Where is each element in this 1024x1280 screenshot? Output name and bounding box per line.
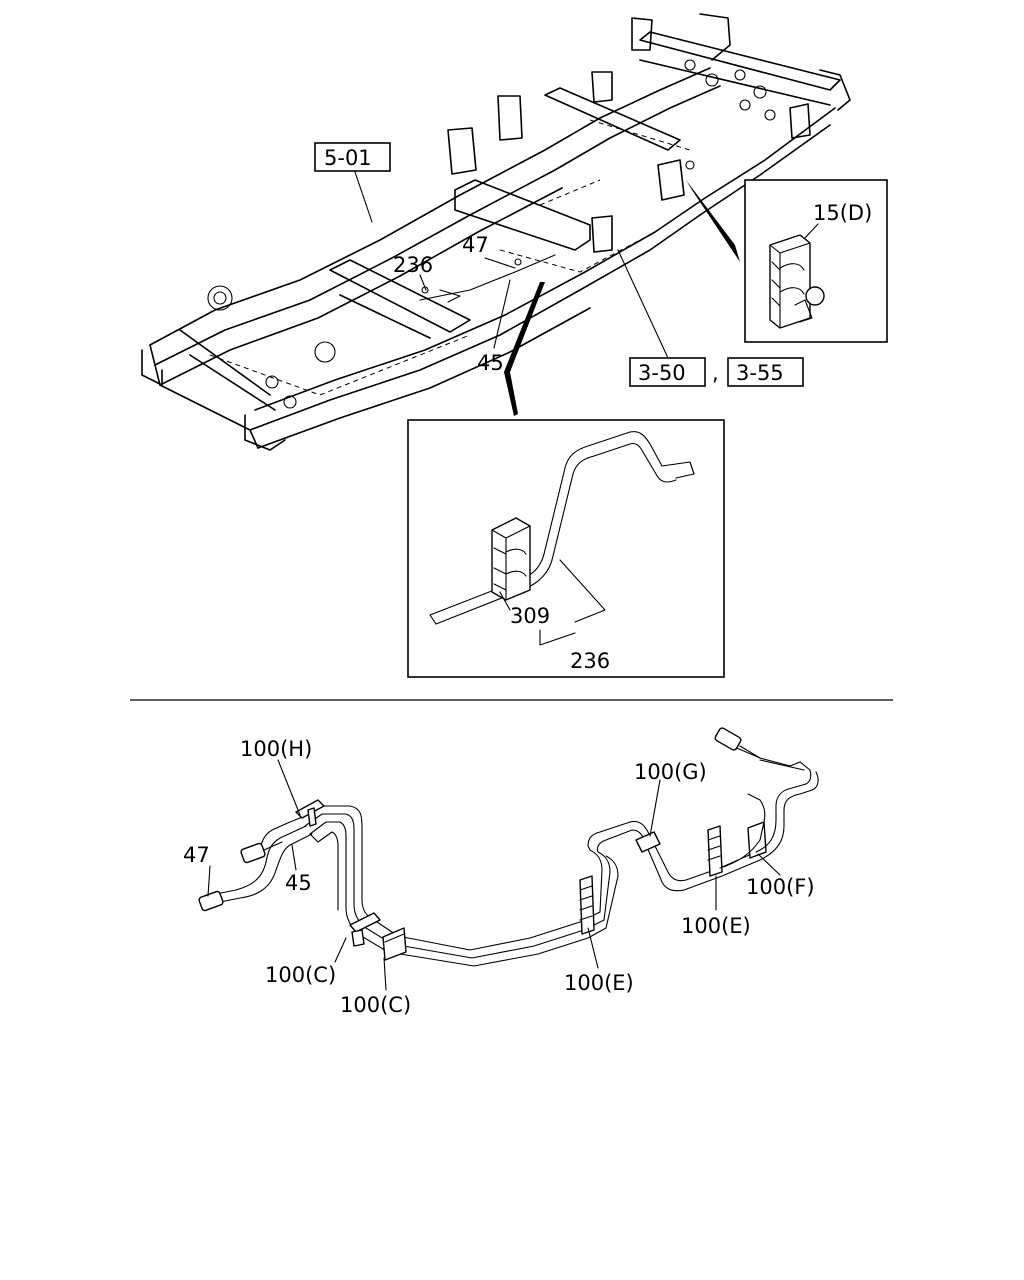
callout-100f: 100(F) (746, 875, 815, 899)
callout-236-inset: 236 (570, 649, 610, 673)
chassis-frame (141, 13, 851, 451)
callout-236-top: 236 (393, 253, 433, 277)
inset-pointer-309 (504, 282, 545, 416)
ref-3-50-label: 3-50 (638, 361, 686, 385)
ref-box-3-50[interactable] (629, 357, 706, 387)
inset-clip-309 (407, 419, 725, 678)
callout-309: 309 (510, 604, 550, 628)
callout-45-lower: 45 (285, 871, 312, 895)
clip-309-drawing (429, 431, 695, 625)
callout-100e-a: 100(E) (564, 971, 634, 995)
callout-100e-b: 100(E) (681, 914, 751, 938)
callout-47-top: 47 (462, 233, 489, 257)
ref-3-55-label: 3-55 (736, 361, 784, 385)
callout-100c-b: 100(C) (340, 993, 411, 1017)
inset-pointer-15d (686, 180, 740, 262)
callout-100h: 100(H) (240, 737, 312, 761)
callout-100c-a: 100(C) (265, 963, 336, 987)
clip-15d-drawing (769, 234, 825, 329)
ref-5-01-label: 5-01 (324, 146, 372, 170)
ref-box-5-01[interactable] (314, 142, 391, 172)
callout-45-top: 45 (477, 351, 504, 375)
callout-15d: 15(D) (813, 201, 872, 225)
inset-clip-15d (744, 179, 888, 343)
callout-100g: 100(G) (634, 760, 707, 784)
ref-separator: , (712, 361, 719, 385)
callout-47-lower: 47 (183, 843, 210, 867)
brake-pipe-assembly (198, 727, 819, 967)
ref-box-3-55[interactable] (727, 357, 804, 387)
